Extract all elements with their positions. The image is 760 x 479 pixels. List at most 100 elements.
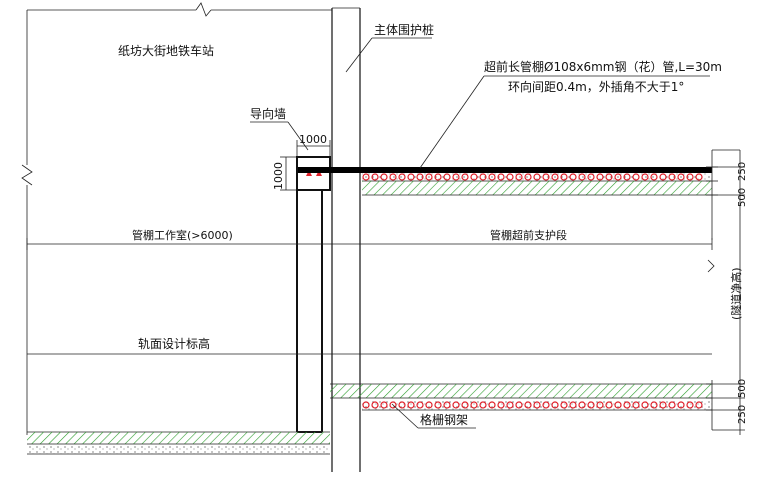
grout-circle bbox=[461, 401, 469, 409]
grout-circle bbox=[578, 401, 586, 409]
grout-circle bbox=[569, 401, 577, 409]
grout-circle bbox=[515, 173, 523, 181]
work-room-label: 管棚工作室(>6000) bbox=[132, 228, 233, 242]
grout-circle bbox=[650, 401, 658, 409]
main-pile-leader bbox=[345, 37, 432, 73]
grout-circle bbox=[560, 401, 568, 409]
grout-circle bbox=[623, 173, 631, 181]
main-pile-label: 主体围护桩 bbox=[374, 22, 434, 37]
grout-circle bbox=[641, 401, 649, 409]
grout-circle bbox=[632, 401, 640, 409]
grout-circle bbox=[506, 401, 514, 409]
grout-circle bbox=[506, 173, 514, 181]
grout-circle bbox=[497, 173, 505, 181]
grout-circle bbox=[452, 401, 460, 409]
grout-circle bbox=[668, 401, 676, 409]
grout-circle bbox=[371, 401, 379, 409]
grout-circle bbox=[488, 401, 496, 409]
grout-circle bbox=[452, 173, 460, 181]
grout-circle bbox=[524, 173, 532, 181]
grout-circle bbox=[488, 173, 496, 181]
guide-wall-leader bbox=[250, 121, 309, 151]
grout-circle bbox=[650, 173, 658, 181]
pipe-roof-label-line2: 环向间距0.4m，外插角不大于1° bbox=[508, 79, 684, 94]
dim-250-bottom: 250 bbox=[737, 405, 748, 424]
grout-circle bbox=[605, 401, 613, 409]
grout-circle bbox=[470, 401, 478, 409]
grout-circle bbox=[533, 173, 541, 181]
grout-circle bbox=[587, 173, 595, 181]
grout-circle bbox=[641, 173, 649, 181]
grout-circle bbox=[389, 401, 397, 409]
grout-circle bbox=[695, 173, 703, 181]
right-break-mark bbox=[707, 259, 715, 273]
pipe-roof-leader bbox=[419, 75, 710, 169]
grout-circle bbox=[524, 401, 532, 409]
guide-wall-height-dim bbox=[280, 156, 296, 191]
grout-circle bbox=[479, 173, 487, 181]
grout-circle bbox=[686, 173, 694, 181]
grout-circle bbox=[560, 173, 568, 181]
grout-circle bbox=[668, 173, 676, 181]
left-boundary-line bbox=[21, 10, 33, 435]
grout-circle bbox=[614, 401, 622, 409]
grout-circle bbox=[587, 401, 595, 409]
grout-circle bbox=[461, 173, 469, 181]
grout-circle bbox=[542, 401, 550, 409]
grout-circle bbox=[425, 401, 433, 409]
grout-circle bbox=[542, 173, 550, 181]
grout-circle bbox=[434, 173, 442, 181]
grout-circle bbox=[659, 401, 667, 409]
grout-circle bbox=[551, 173, 559, 181]
guide-wall-width-label: 1000 bbox=[299, 133, 327, 146]
guide-wall-label: 导向墙 bbox=[250, 106, 286, 121]
grout-circle bbox=[425, 173, 433, 181]
grout-circle bbox=[380, 173, 388, 181]
grout-circle bbox=[380, 401, 388, 409]
grout-circle bbox=[362, 173, 370, 181]
grout-circle bbox=[470, 173, 478, 181]
ground-layer bbox=[27, 431, 330, 455]
grout-circle bbox=[659, 173, 667, 181]
grout-circle bbox=[623, 401, 631, 409]
dim-500-top: 500 bbox=[737, 188, 748, 207]
top-boundary-line bbox=[27, 2, 332, 17]
grout-circle bbox=[596, 401, 604, 409]
right-dim-top bbox=[706, 149, 745, 435]
grout-circle bbox=[416, 173, 424, 181]
lattice-frame-leader bbox=[391, 403, 476, 429]
support-section-label: 管棚超前支护段 bbox=[490, 228, 567, 242]
station-name-label: 纸坊大街地铁车站 bbox=[118, 43, 214, 58]
main-retaining-pile bbox=[331, 7, 361, 472]
grout-circle bbox=[443, 173, 451, 181]
grout-circle bbox=[677, 173, 685, 181]
grout-circle bbox=[434, 401, 442, 409]
grout-circle bbox=[677, 401, 685, 409]
dim-250-top: 250 bbox=[737, 162, 748, 181]
grout-circle bbox=[362, 401, 370, 409]
lattice-frame-label: 格栅钢架 bbox=[420, 412, 468, 427]
grout-circle bbox=[695, 401, 703, 409]
rail-level-label: 轨面设计标高 bbox=[138, 336, 210, 351]
dim-500-bottom: 500 bbox=[737, 379, 748, 398]
pipe-roof-pipe bbox=[298, 167, 712, 173]
work-room-line bbox=[26, 238, 713, 250]
grout-circle bbox=[398, 173, 406, 181]
guide-wall-height-label: 1000 bbox=[272, 162, 285, 190]
upper-lining bbox=[362, 173, 712, 196]
grout-circle bbox=[551, 401, 559, 409]
grout-circle bbox=[398, 401, 406, 409]
grout-circle bbox=[614, 173, 622, 181]
lower-grout-circles bbox=[362, 401, 703, 409]
grout-circle bbox=[407, 401, 415, 409]
guide-wall-width-dim bbox=[296, 140, 331, 156]
tunnel-height-label: (隧道净高) bbox=[729, 267, 743, 320]
grout-circle bbox=[416, 401, 424, 409]
grout-circle bbox=[578, 173, 586, 181]
grout-circle bbox=[686, 401, 694, 409]
right-dim-bottom bbox=[706, 380, 745, 431]
grout-circle bbox=[479, 401, 487, 409]
grout-circle bbox=[389, 173, 397, 181]
guide-wall bbox=[296, 156, 331, 433]
